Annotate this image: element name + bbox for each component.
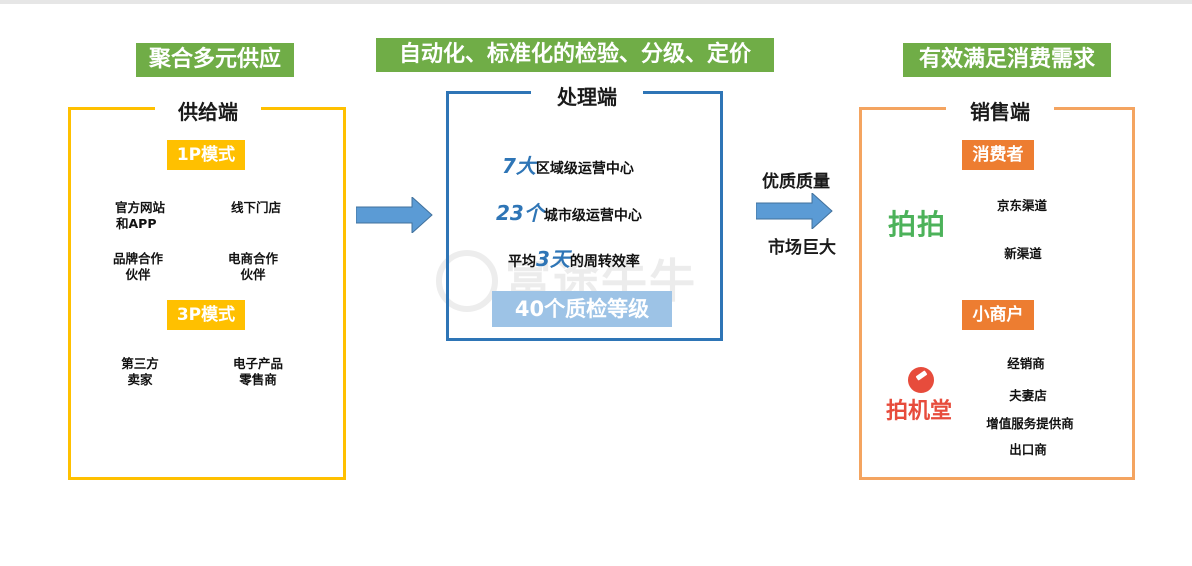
stat-turnover: 平均3天的周转效率: [508, 243, 640, 272]
stat-turnover-prefix: 平均: [508, 254, 536, 270]
supply-item-ecommerce-line2: 伙伴: [240, 267, 266, 282]
paipai-logo: 拍拍: [888, 208, 947, 241]
stat-regional-centers: 7大区域级运营中心: [502, 150, 634, 179]
consumer-label: 消费者: [962, 140, 1034, 170]
stat-city-suffix: 城市级运营中心: [543, 208, 642, 224]
supply-item-third-party-line2: 卖家: [127, 372, 153, 387]
stat-regional-num: 7大: [502, 154, 536, 178]
supply-item-electronics: 电子产品 零售商: [218, 356, 298, 388]
sales-title: 销售端: [946, 96, 1054, 125]
top-divider: [0, 0, 1192, 4]
stat-city-num: 23个: [496, 201, 544, 225]
arrow-right-icon: [356, 197, 433, 233]
stat-regional-suffix: 区域级运营中心: [535, 161, 634, 177]
stat-city-centers: 23个城市级运营中心: [496, 197, 642, 226]
supply-item-electronics-line1: 电子产品: [232, 356, 283, 371]
channel-value-added: 增值服务提供商: [986, 416, 1074, 431]
supply-item-brand: 品牌合作 伙伴: [98, 251, 178, 283]
supply-item-official-line1: 官方网站: [114, 200, 165, 215]
channel-jd: 京东渠道: [996, 198, 1047, 213]
process-title: 处理端: [531, 81, 643, 110]
paijitang-logo: 拍机堂: [886, 367, 966, 424]
banner-supply: 聚合多元供应: [136, 43, 294, 77]
futu-watermark-icon: [436, 250, 498, 312]
supply-item-ecommerce-line1: 电商合作: [227, 251, 278, 266]
channel-mom-pop: 夫妻店: [1009, 388, 1047, 403]
supply-item-ecommerce: 电商合作 伙伴: [213, 251, 293, 283]
paijitang-logo-text: 拍机堂: [886, 399, 953, 424]
supply-item-third-party: 第三方 卖家: [100, 356, 180, 388]
supply-item-offline-line1: 线下门店: [230, 200, 281, 215]
mode-1p-label: 1P模式: [167, 140, 245, 170]
supply-item-offline: 线下门店: [216, 200, 296, 216]
supply-item-official: 官方网站 和APP: [100, 200, 180, 232]
supply-item-official-line2: 和APP: [116, 216, 157, 231]
supply-title: 供给端: [155, 96, 261, 125]
label-market: 市场巨大: [768, 238, 836, 258]
channel-new: 新渠道: [1004, 246, 1042, 261]
channel-export: 出口商: [1009, 442, 1047, 457]
supply-item-electronics-line2: 零售商: [239, 372, 277, 387]
quality-grade-box: 40个质检等级: [492, 291, 672, 327]
paijitang-hammer-icon: [908, 367, 934, 393]
stat-turnover-suffix: 的周转效率: [569, 254, 640, 270]
banner-process: 自动化、标准化的检验、分级、定价: [376, 38, 774, 72]
supply-item-brand-line2: 伙伴: [125, 267, 151, 282]
label-quality: 优质质量: [762, 172, 830, 192]
arrow-right-icon: [756, 193, 833, 229]
supply-item-brand-line1: 品牌合作: [112, 251, 163, 266]
mode-3p-label: 3P模式: [167, 300, 245, 330]
supply-item-third-party-line1: 第三方: [121, 356, 159, 371]
stat-turnover-num: 3天: [536, 247, 570, 271]
channel-distributor: 经销商: [1007, 356, 1045, 371]
banner-sales: 有效满足消费需求: [903, 43, 1111, 77]
merchant-label: 小商户: [962, 300, 1034, 330]
